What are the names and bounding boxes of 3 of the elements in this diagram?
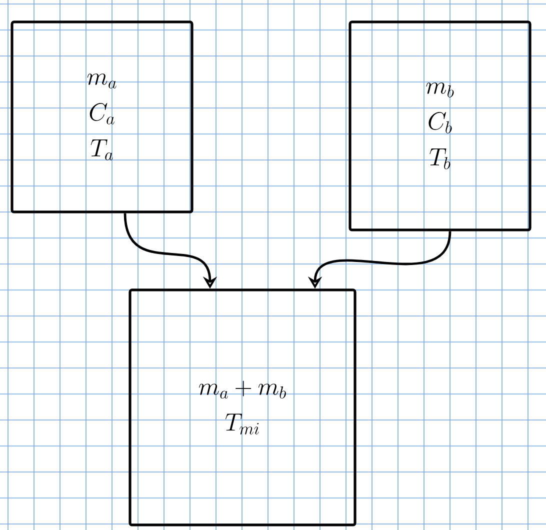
box: $m_a + m_b$ $T_{mi}$: [128, 288, 356, 526]
box: $m_b$ $C_b$ $T_b$: [348, 20, 532, 232]
box: $m_a$ $C_a$ $T_a$: [10, 20, 194, 214]
